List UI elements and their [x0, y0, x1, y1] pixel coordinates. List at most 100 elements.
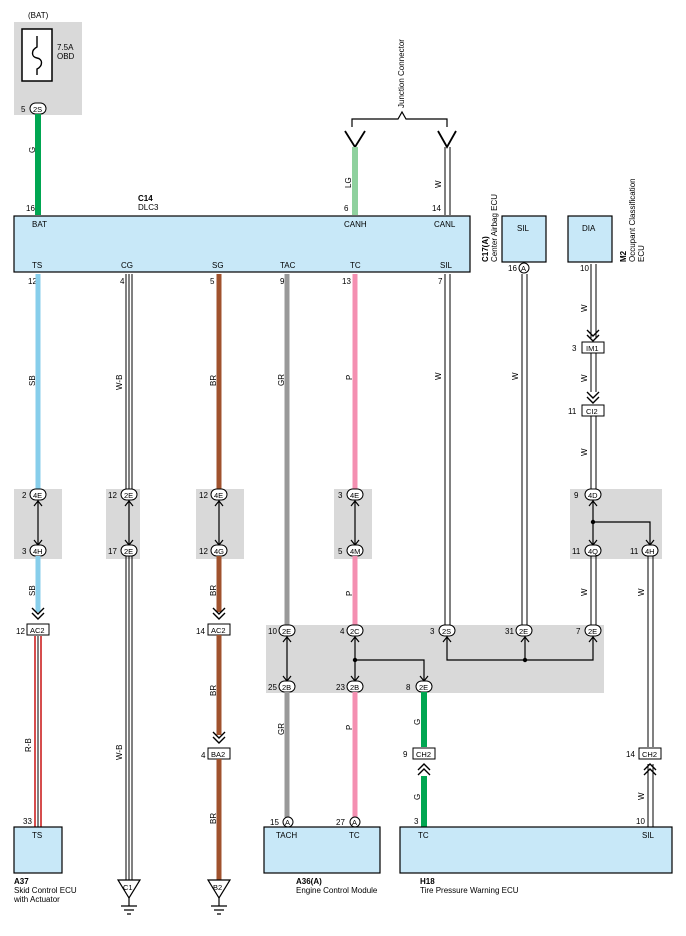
pin-g-CH2: 9: [403, 750, 408, 759]
dlc3-pin-ts: TS: [32, 261, 42, 270]
pin-w-CH2: 14: [626, 750, 635, 759]
connector-2B-p-label: 2B: [350, 683, 359, 692]
dlc3-pin-tac: TAC: [280, 261, 296, 270]
airbag-ecu-pin: SIL: [517, 224, 530, 233]
pin-dlc3-canl: 14: [432, 204, 441, 213]
connector-4M-p-label: 4M: [350, 547, 360, 556]
pin-skid-ts: 33: [23, 817, 32, 826]
junction-bar-dot: [522, 657, 528, 663]
pin-canl-2S: 3: [430, 627, 435, 636]
splice-region-lower: [266, 625, 604, 693]
skid-ecu-name1: Skid Control ECU: [14, 886, 77, 895]
wire-color-sb-2: SB: [28, 585, 37, 596]
connector-BA2-arrow: [212, 731, 226, 744]
connector-CH2-w-arrow: [643, 763, 657, 776]
pin-engine-tach: 15: [270, 818, 279, 827]
airbag-ecu-block: [501, 215, 547, 263]
wire-color-w-dia-2: W: [580, 374, 589, 382]
wire-color-g: G: [28, 147, 37, 153]
dlc3-pin-canl: CANL: [434, 220, 456, 229]
connector-AC2-ts-label: AC2: [30, 626, 45, 635]
connector-CH2-w-label: CH2: [642, 750, 657, 759]
junction-connector-label: Junction Connector: [397, 39, 406, 108]
connector-CH2-w: [638, 747, 662, 760]
connector-4E-br-label: 4E: [214, 491, 223, 500]
pin-dlc3-canh: 6: [344, 204, 349, 213]
engine-ecu-name: Engine Control Module: [296, 886, 378, 895]
connector-IM1: [581, 341, 605, 354]
engine-ecu-pin-tc: TC: [349, 831, 360, 840]
wire-color-w-tire-1: W: [637, 588, 646, 596]
connector-airbag-A-label: A: [521, 264, 526, 273]
engine-ecu-pin-tach: TACH: [276, 831, 297, 840]
connector-4Q-label: 4Q: [588, 547, 598, 556]
wire-color-w-tire-2: W: [637, 792, 646, 800]
occupant-ecu-code: M2: [619, 250, 628, 262]
connector-CH2-g-arrow: [417, 763, 431, 776]
pin-dlc3-cg: 4: [120, 277, 125, 286]
shaded-regions: [14, 22, 662, 693]
wire-color-br-4: BR: [209, 813, 218, 824]
wire-color-p-1: P: [345, 375, 354, 380]
pin-p-4M: 5: [338, 547, 343, 556]
connector-2E-sil-label: 2E: [519, 627, 528, 636]
pin-airbag-sil: 16: [508, 264, 517, 273]
arrow-canh: [344, 130, 366, 149]
fuse-source: (BAT): [28, 11, 49, 20]
tire-ecu-code: H18: [420, 877, 435, 886]
connector-2E-dia-label: 2E: [588, 627, 597, 636]
connector-IM1-label: IM1: [586, 344, 599, 353]
connector-2E-wb-bot-label: 2E: [124, 547, 133, 556]
airbag-ecu-name: Center Airbag ECU: [490, 194, 499, 262]
connector-2E-gr-label: 2E: [282, 627, 291, 636]
tire-ecu-name: Tire Pressure Warning ECU: [420, 886, 519, 895]
skid-ecu-block: [13, 826, 63, 874]
connector-CH2-g-label: CH2: [416, 750, 431, 759]
pin-p-2B: 23: [336, 683, 345, 692]
pin-gr-2E: 10: [268, 627, 277, 636]
pin-br-4G: 12: [199, 547, 208, 556]
wire-color-w-dia-1: W: [580, 304, 589, 312]
connector-CH2-g: [412, 747, 436, 760]
pin-fuse-out: 5: [21, 105, 26, 114]
fuse-symbol: [31, 36, 43, 75]
ground-C1-symbol: [121, 898, 137, 915]
dlc3-pin-bat: BAT: [32, 220, 47, 229]
connector-CI2-arrow: [586, 391, 600, 404]
connector-4D-label: 4D: [588, 491, 598, 500]
pin-sil-2E: 31: [505, 627, 514, 636]
arrow-canl: [437, 130, 457, 149]
dlc3-block: [13, 215, 471, 273]
connector-IM1-arrow: [586, 329, 600, 342]
connector-AC2-ts: [26, 623, 50, 636]
occupant-ecu-name1: Occupant Classification: [628, 178, 637, 262]
engine-ecu-code: A36(A): [296, 877, 322, 886]
tire-ecu-block: [399, 826, 673, 874]
wire-color-sb-1: SB: [28, 375, 37, 386]
ground-B2-symbol: [211, 898, 227, 915]
wire-color-w-dia-4: W: [580, 588, 589, 596]
connector-CI2: [581, 404, 605, 417]
ground-C1-label: C1: [123, 883, 133, 892]
wire-color-p-2: P: [345, 591, 354, 596]
wire-color-br-2: BR: [209, 585, 218, 596]
pin-wb-2E-top: 12: [108, 491, 117, 500]
wire-color-wb-2: W-B: [115, 745, 124, 760]
pin-dia-CI2: 11: [568, 407, 577, 416]
connector-4H-branch: [641, 544, 659, 557]
pin-br-4E: 12: [199, 491, 208, 500]
pin-occupant-dia: 10: [580, 264, 589, 273]
connector-2S-top-label: 2S: [33, 105, 42, 114]
connector-2C-p-label: 2C: [350, 627, 360, 636]
connector-4E-p-label: 4E: [350, 491, 359, 500]
dlc3-name: DLC3: [138, 203, 159, 212]
connector-engine-A-tach-label: A: [285, 818, 290, 827]
wire-color-w-dia-3: W: [580, 448, 589, 456]
connector-BA2-label: BA2: [211, 750, 225, 759]
pin-p-4E: 3: [338, 491, 343, 500]
connector-4H-branch-label: 4H: [645, 547, 655, 556]
pin-dia-4D: 9: [574, 491, 579, 500]
connector-AC2-ts-arrow: [31, 607, 45, 620]
dlc3-pin-cg: CG: [121, 261, 133, 270]
